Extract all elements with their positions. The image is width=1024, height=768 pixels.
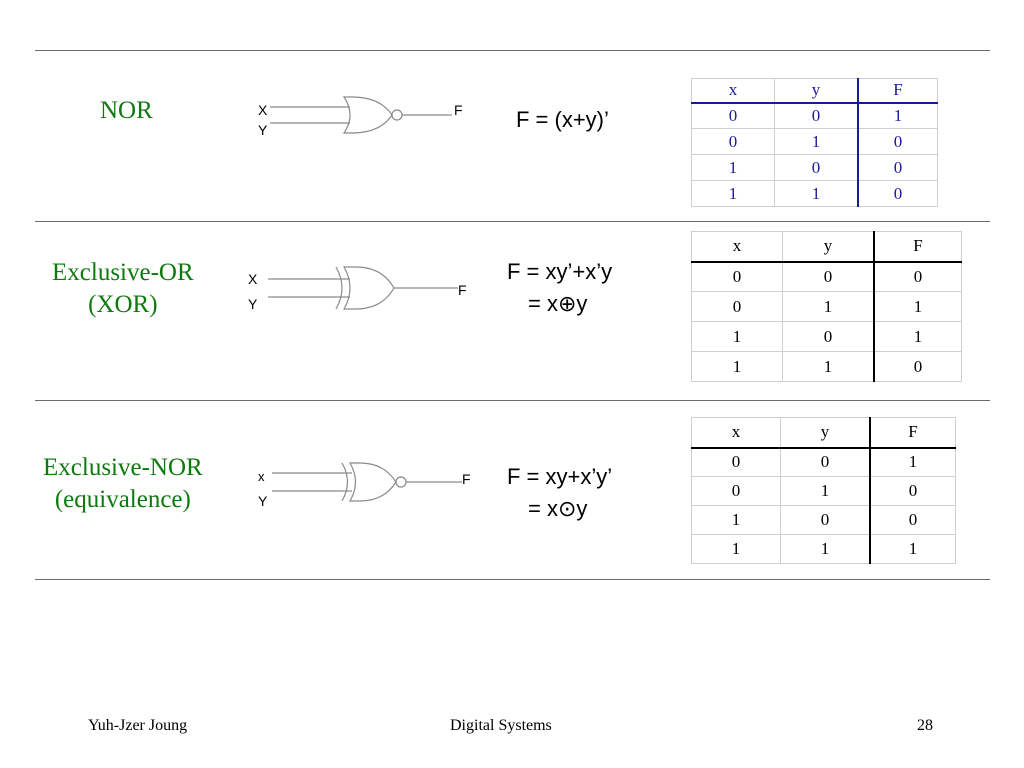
- divider-top: [35, 50, 990, 51]
- divider-bottom: [35, 579, 990, 580]
- table-row: 0 0 0: [691, 261, 962, 292]
- xor-output-label: F: [458, 282, 467, 298]
- table-row: 1 0 0: [691, 154, 938, 181]
- nor-inversion-bubble: [391, 109, 403, 121]
- xnor-gate-body: [348, 462, 397, 502]
- table-row: 0 1 0: [691, 476, 956, 506]
- xnor-input-x-label: x: [258, 469, 265, 484]
- nor-output-label: F: [454, 102, 463, 118]
- xor-gate-name: Exclusive-OR (XOR): [52, 259, 194, 318]
- xnor-header-y: y: [780, 417, 871, 449]
- xor-header-y: y: [782, 231, 875, 263]
- xnor-output-label: F: [462, 471, 471, 487]
- divider-2: [35, 400, 990, 401]
- nor-truth-table: x y F 0 0 1 0 1 0 1 0 0 1 1 0: [691, 78, 938, 207]
- xnor-input-y-label: Y: [258, 493, 268, 509]
- table-row: 0 1 1: [691, 291, 962, 322]
- table-row: 0 1 0: [691, 128, 938, 155]
- table-row: 0 0 1: [691, 447, 956, 477]
- xnor-header-f: F: [869, 417, 956, 449]
- xor-truth-table: x y F 0 0 0 0 1 1 1 0 1 1 1 0: [691, 231, 962, 382]
- xnor-inversion-bubble: [395, 476, 407, 488]
- table-row: 1 0 0: [691, 505, 956, 535]
- divider-1: [35, 221, 990, 222]
- xnor-gate-symbol: [272, 462, 462, 502]
- xnor-gate-name: Exclusive-NOR (equivalence): [43, 454, 203, 513]
- nor-header-y: y: [774, 78, 859, 104]
- xor-gate-symbol: [268, 266, 458, 310]
- nor-gate-symbol: [270, 96, 452, 134]
- xor-extra-arc: [335, 266, 343, 310]
- footer-author: Yuh-Jzer Joung: [88, 717, 188, 734]
- xor-formula: F = xy’+x’y = x⊕y: [507, 259, 613, 316]
- xor-gate-body: [342, 266, 395, 310]
- table-row: 1 1 1: [691, 534, 956, 564]
- footer-course: Digital Systems: [450, 717, 552, 734]
- xor-input-y-label: Y: [248, 296, 258, 312]
- nor-header-x: x: [691, 78, 775, 104]
- table-row: 1 0 1: [691, 321, 962, 352]
- xnor-truth-table: x y F 0 0 1 0 1 0 1 0 0 1 1 1: [691, 417, 956, 564]
- table-row: 1 1 0: [691, 351, 962, 382]
- xor-input-x-label: X: [248, 271, 258, 287]
- xnor-formula: F = xy+x’y’ = x⊙y: [507, 464, 613, 521]
- nor-gate-name: NOR: [100, 97, 153, 124]
- nor-header-f: F: [857, 78, 938, 104]
- xor-header-f: F: [873, 231, 962, 263]
- nor-input-x-label: X: [258, 102, 268, 118]
- footer-page-number: 28: [917, 717, 933, 734]
- xor-header-x: x: [691, 231, 783, 263]
- xnor-header-x: x: [691, 417, 781, 449]
- nor-gate-body: [342, 96, 393, 134]
- nor-formula: F = (x+y)’: [516, 107, 609, 132]
- xnor-extra-arc: [341, 462, 349, 502]
- table-row: 1 1 0: [691, 180, 938, 207]
- table-row: 0 0 1: [691, 102, 938, 129]
- nor-input-y-label: Y: [258, 122, 268, 138]
